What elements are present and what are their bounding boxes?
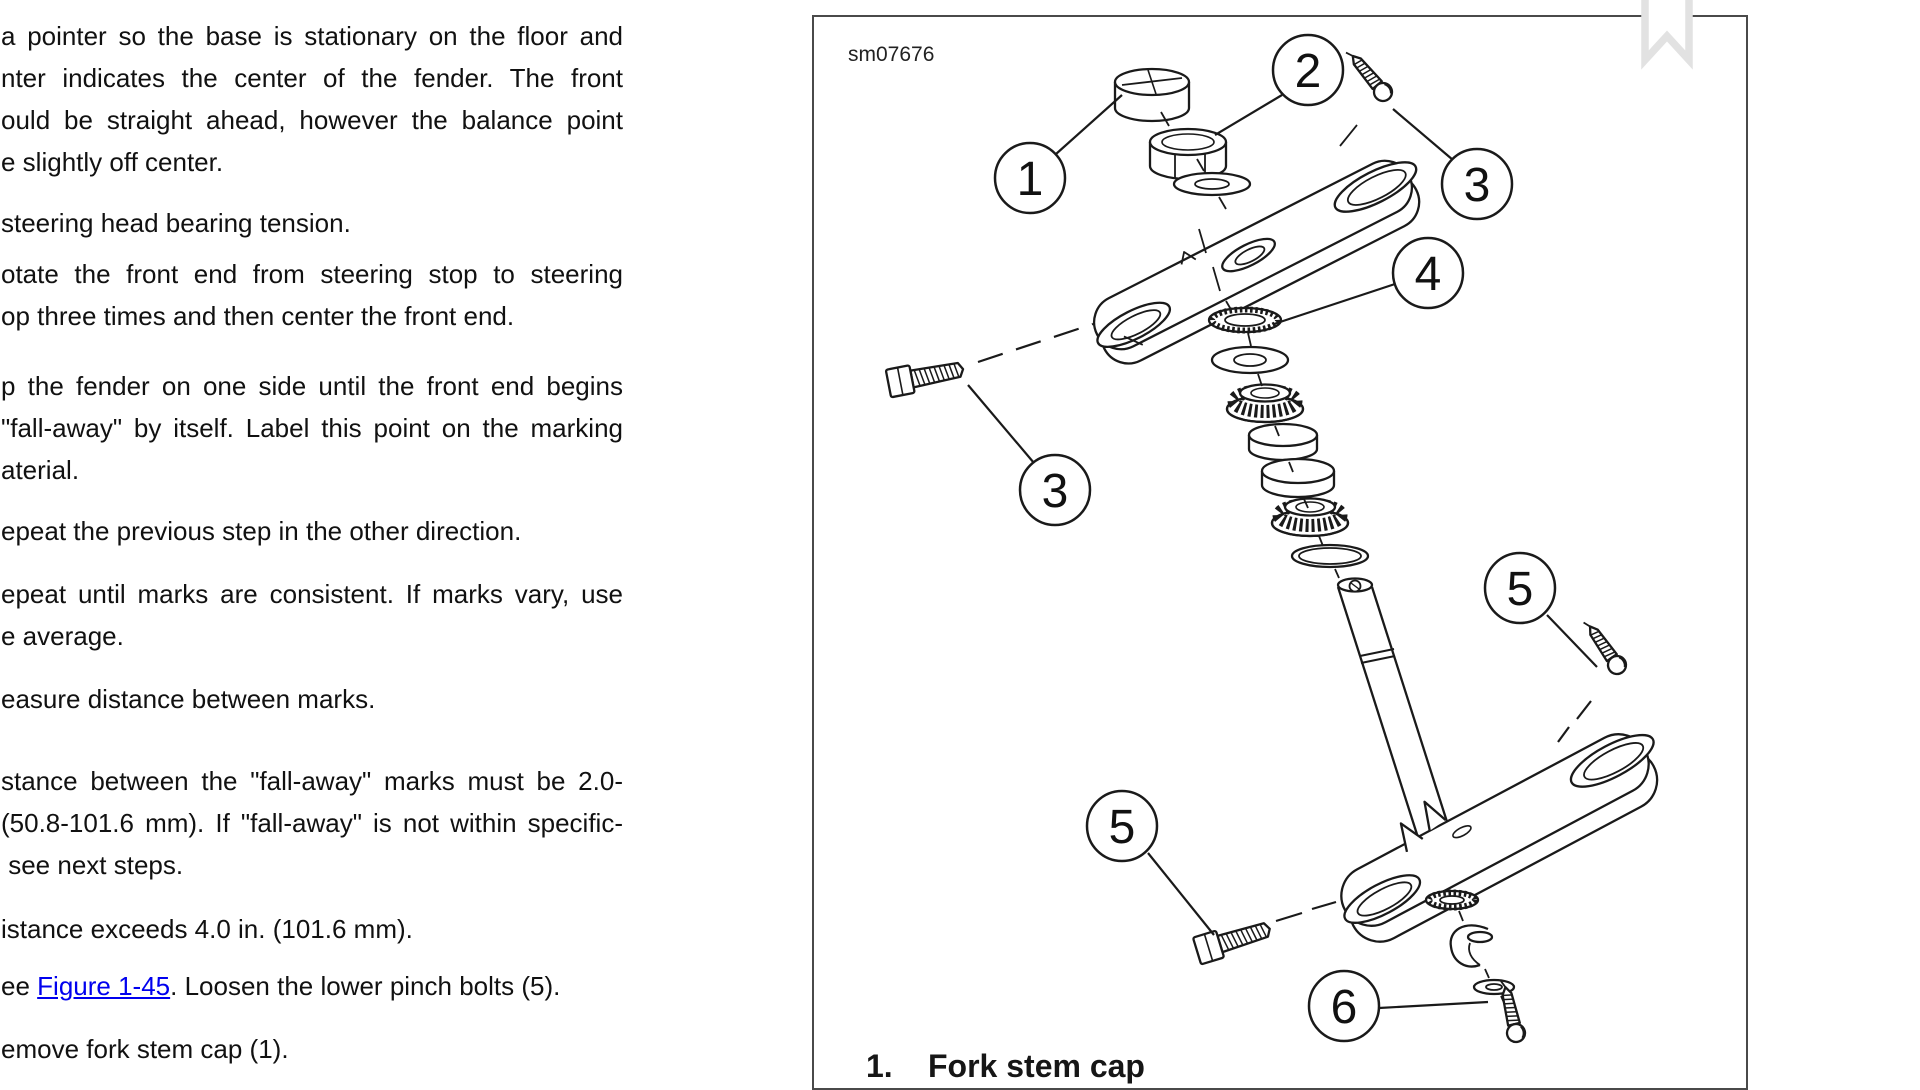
figure-1-45-link[interactable]: Figure 1-45: [37, 971, 171, 1001]
svg-text:5: 5: [1507, 563, 1534, 616]
text-segment: epeat until marks are consistent. If mar…: [1, 579, 623, 609]
text-segment: p the fender on one side until the front…: [1, 371, 623, 401]
svg-text:1: 1: [1017, 153, 1044, 206]
figure-caption-item: 1. Fork stem cap: [866, 1048, 1145, 1085]
callout-5-left: 5: [1085, 789, 1215, 936]
text-line: a pointer so the base is stationary on t…: [1, 15, 623, 57]
text-segment: a pointer so the base is stationary on t…: [1, 21, 623, 51]
text-line: nter indicates the center of the fender.…: [1, 57, 623, 99]
svg-text:3: 3: [1042, 465, 1069, 518]
paragraph: istance exceeds 4.0 in. (101.6 mm).: [1, 908, 623, 950]
callout-1: 1: [993, 94, 1123, 215]
text-line: aterial.: [1, 449, 623, 491]
text-line: ould be straight ahead, however the bala…: [1, 99, 623, 141]
text-segment: e slightly off center.: [1, 147, 224, 177]
figure-frame: 1 2 3 3: [812, 15, 1748, 1090]
paragraph: epeat the previous step in the other dir…: [1, 510, 623, 552]
callout-6: 6: [1307, 969, 1489, 1043]
text-line: ee Figure 1-45. Loosen the lower pinch b…: [1, 965, 623, 1007]
callout-3-top: 3: [1392, 108, 1514, 221]
text-line: easure distance between marks.: [1, 678, 623, 720]
text-line: steering head bearing tension.: [1, 202, 623, 244]
text-segment: . Loosen the lower pinch bolts (5).: [170, 971, 561, 1001]
text-segment: see next steps.: [1, 850, 184, 880]
text-segment: istance exceeds 4.0 in. (101.6 mm).: [1, 914, 413, 944]
text-line: epeat until marks are consistent. If mar…: [1, 573, 623, 615]
callout-2: 2: [1214, 33, 1345, 136]
svg-text:2: 2: [1295, 45, 1322, 98]
text-segment: ould be straight ahead, however the bala…: [1, 105, 623, 135]
exploded-diagram: 1 2 3 3: [884, 33, 1659, 1044]
paragraph: a pointer so the base is stationary on t…: [1, 15, 623, 183]
paragraph: p the fender on one side until the front…: [1, 365, 623, 491]
instruction-text-column: a pointer so the base is stationary on t…: [1, 0, 623, 1080]
text-line: see next steps.: [1, 844, 623, 886]
text-line: e slightly off center.: [1, 141, 623, 183]
text-segment: op three times and then center the front…: [1, 301, 515, 331]
figure-image-label: sm07676: [848, 43, 935, 66]
caption-text: Fork stem cap: [928, 1048, 1145, 1084]
text-segment: ee: [1, 971, 38, 1001]
text-line: istance exceeds 4.0 in. (101.6 mm).: [1, 908, 623, 950]
svg-text:3: 3: [1464, 159, 1491, 212]
text-segment: aterial.: [1, 455, 80, 485]
text-segment: nter indicates the center of the fender.…: [1, 63, 623, 93]
text-line: op three times and then center the front…: [1, 295, 623, 337]
callout-5-right: 5: [1483, 551, 1598, 668]
text-segment: epeat the previous step in the other dir…: [1, 516, 522, 546]
callout-3-left: 3: [967, 384, 1092, 527]
paragraph: steering head bearing tension.: [1, 202, 623, 244]
paragraph: stance between the "fall-away" marks mus…: [1, 760, 623, 886]
text-line: emove fork stem cap (1).: [1, 1028, 623, 1070]
text-line: epeat the previous step in the other dir…: [1, 510, 623, 552]
text-segment: easure distance between marks.: [1, 684, 376, 714]
svg-text:6: 6: [1331, 981, 1358, 1034]
text-line: stance between the "fall-away" marks mus…: [1, 760, 623, 802]
text-segment: "fall-away" by itself. Label this point …: [1, 413, 623, 443]
text-line: e average.: [1, 615, 623, 657]
text-segment: (50.8-101.6 mm). If "fall-away" is not w…: [1, 808, 623, 838]
paragraph: epeat until marks are consistent. If mar…: [1, 573, 623, 657]
paragraph: ee Figure 1-45. Loosen the lower pinch b…: [1, 965, 623, 1007]
text-segment: e average.: [1, 621, 124, 651]
text-line: (50.8-101.6 mm). If "fall-away" is not w…: [1, 802, 623, 844]
diagram-parts: [884, 51, 1659, 1044]
text-segment: otate the front end from steering stop t…: [1, 259, 623, 289]
caption-number: 1.: [866, 1048, 893, 1084]
svg-text:4: 4: [1415, 248, 1442, 301]
paragraph: otate the front end from steering stop t…: [1, 253, 623, 337]
text-segment: stance between the "fall-away" marks mus…: [1, 766, 623, 796]
bookmark-icon[interactable]: [1641, 0, 1695, 78]
paragraph: emove fork stem cap (1).: [1, 1028, 623, 1070]
text-line: "fall-away" by itself. Label this point …: [1, 407, 623, 449]
text-line: otate the front end from steering stop t…: [1, 253, 623, 295]
text-segment: steering head bearing tension.: [1, 208, 351, 238]
text-line: p the fender on one side until the front…: [1, 365, 623, 407]
callout-4: 4: [1273, 236, 1465, 326]
paragraph: easure distance between marks.: [1, 678, 623, 720]
text-segment: emove fork stem cap (1).: [1, 1034, 289, 1064]
svg-text:5: 5: [1109, 801, 1136, 854]
